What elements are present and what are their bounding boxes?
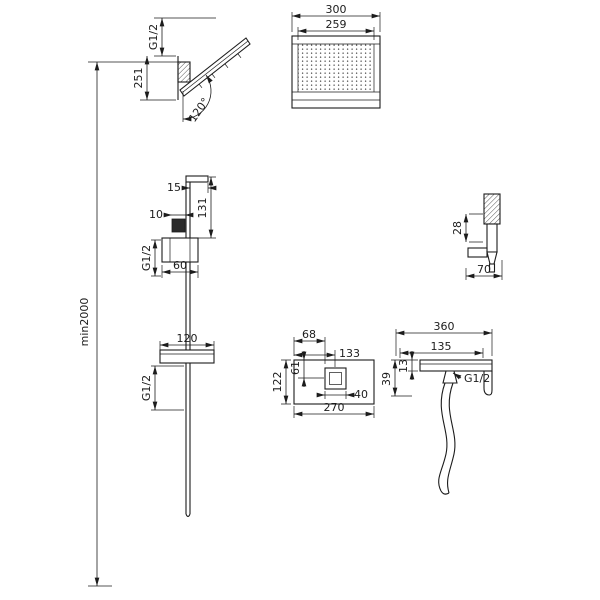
wall-plate [161, 237, 199, 263]
dim-angle-label: 120° [186, 95, 212, 124]
dim-10-label: 10 [149, 208, 163, 221]
shower-head-side-view: 120° [177, 37, 251, 125]
supply-pipe [185, 182, 191, 350]
dim-head-thread-label: G1/2 [147, 24, 160, 50]
dim-300-label: 300 [326, 3, 347, 16]
spout-body [159, 349, 215, 364]
mixer-handle [324, 367, 347, 390]
spout-drop-profile [185, 363, 191, 518]
pipe-fitting [171, 218, 186, 233]
dim-120-label: 120 [177, 332, 198, 345]
dim-arm-thread-label: G1/2 [140, 245, 153, 271]
hand-shower-handle [486, 223, 498, 253]
dim-251-label: 251 [132, 68, 145, 89]
mixer-front-view: 68 133 122 61 40 270 [271, 328, 375, 418]
dim-122-label: 122 [271, 372, 284, 393]
mixer-plate [293, 359, 375, 405]
dim-135-label: 135 [431, 340, 452, 353]
angle-arc [182, 74, 213, 122]
hose-nipple [488, 263, 496, 273]
wall-hook [483, 371, 493, 396]
dim-131-label: 131 [196, 198, 209, 219]
dim-outlet-thread-label: G1/2 [464, 372, 490, 385]
dim-68-label: 68 [302, 328, 316, 341]
dim-40-label: 40 [354, 388, 368, 401]
dim-70-label: 70 [477, 263, 491, 276]
bath-spout: 120 G1/2 [140, 332, 215, 518]
hose-connector [442, 370, 458, 384]
outlet-bar [419, 359, 493, 372]
dim-15-label: 15 [167, 181, 181, 194]
dim-360-label: 360 [434, 320, 455, 333]
dim-133-label: 133 [339, 347, 360, 360]
shower-head-top-view: 300 259 [291, 3, 381, 109]
head-side-dimensions: G1/2 251 [132, 17, 216, 101]
spray-face [298, 44, 374, 92]
holder-bracket [467, 247, 488, 258]
hand-shower: 28 70 [451, 193, 503, 280]
dim-28-label: 28 [451, 221, 464, 235]
dim-270-label: 270 [324, 401, 345, 414]
hand-shower-head [483, 193, 501, 225]
dim-61-label: 61 [289, 361, 302, 375]
overall-height-dimension: min2000 [78, 61, 178, 587]
shower-hose [438, 382, 448, 492]
hose-outlet-assembly: 360 135 13 39 G1/2 [380, 320, 493, 495]
thread-leader [452, 372, 462, 380]
shower-arm-connection: 15 10 131 G1/2 60 [140, 175, 217, 350]
dim-60-label: 60 [173, 259, 187, 272]
dim-spout-thread-label: G1/2 [140, 375, 153, 401]
dim-13-label: 13 [397, 359, 410, 373]
dim-39-label: 39 [380, 372, 393, 386]
wall-bracket [177, 61, 191, 83]
arm-stub [185, 175, 209, 183]
dim-min2000-label: min2000 [78, 298, 91, 347]
dim-259-label: 259 [326, 18, 347, 31]
